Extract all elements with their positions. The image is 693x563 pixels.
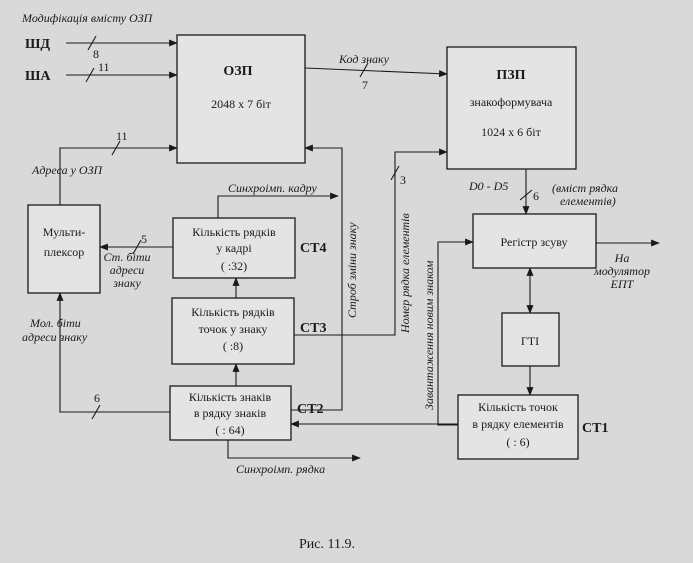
- ct3-line3: ( :8): [223, 339, 243, 353]
- sync-frame-label: Синхроімп. кадру: [228, 181, 318, 195]
- content-label-1: (вміст рядка: [552, 181, 618, 195]
- modulator-line2: модулятор: [593, 264, 650, 278]
- row-number-label: Номер рядка елементів: [398, 213, 412, 334]
- ct1-line1: Кількість точок: [478, 400, 558, 414]
- modify-label: Модифікація вмісту ОЗП: [21, 11, 154, 25]
- code-width: 7: [362, 78, 368, 92]
- ct1-tag: СТ1: [582, 421, 608, 436]
- modulator-line3: ЕПТ: [610, 277, 635, 291]
- sync-frame-wire: [217, 192, 339, 218]
- ct1-block: Кількість точок в рядку елементів ( : 6)…: [457, 394, 608, 460]
- row-number-wire: [294, 148, 448, 336]
- addr-bus-tick: [111, 140, 121, 156]
- high-width: 5: [141, 232, 147, 246]
- shd-input-label: ШД: [25, 37, 50, 52]
- low-bits-line2: адреси знаку: [22, 330, 88, 344]
- ct1-line3: ( : 6): [506, 435, 529, 449]
- code-bus-tick: [359, 62, 369, 78]
- pzp-title: ПЗП: [496, 68, 525, 83]
- multiplexer-block: Мульти- плексор: [27, 204, 101, 294]
- low-bits-tick: [91, 404, 101, 420]
- pzp-block: ПЗП знакоформувача 1024 х 6 біт: [446, 46, 577, 170]
- ct4-line1: Кількість рядків: [192, 225, 276, 239]
- pzp-size: 1024 х 6 біт: [481, 125, 541, 139]
- low-bits-line1: Мол. біти: [29, 316, 81, 330]
- strobe-label: Строб зміни знаку: [345, 222, 359, 318]
- addr-width: 11: [116, 129, 128, 143]
- ct2-block: Кількість знаків в рядку знаків ( : 64) …: [169, 385, 323, 441]
- low-bits-wire: [56, 292, 170, 413]
- data-width: 6: [533, 189, 539, 203]
- pzp-subtitle: знакоформувача: [470, 95, 553, 109]
- strobe-wire: [290, 144, 343, 411]
- ozp-title: ОЗП: [223, 64, 252, 79]
- ct4-line2: у кадрі: [216, 241, 252, 255]
- ct3-block: Кількість рядків точок у знаку ( :8) СТ3: [171, 297, 326, 365]
- shd-width: 8: [93, 47, 99, 61]
- code-bus-wire: [304, 67, 448, 78]
- ozp-block: ОЗП 2048 х 7 біт: [176, 34, 306, 164]
- d0d5-label: D0 - D5: [468, 179, 508, 193]
- sync-row-wire: [227, 440, 361, 462]
- ct2-line3: ( : 64): [215, 423, 244, 437]
- sha-input-label: ША: [25, 69, 51, 84]
- addr-bus-wire: [59, 144, 178, 205]
- load-new-wire: [437, 238, 474, 426]
- ct4-tag: СТ4: [300, 241, 326, 256]
- sync-row-label: Синхроімп. рядка: [236, 462, 325, 476]
- ct3-tag: СТ3: [300, 321, 326, 336]
- high-bits-line2: адреси: [110, 263, 145, 277]
- load-new-label: Завантаження новим знаком: [422, 260, 436, 410]
- ozp-size: 2048 х 7 біт: [211, 97, 271, 111]
- modulator-line1: На: [614, 251, 630, 265]
- rownum-width: 3: [400, 173, 406, 187]
- low-width: 6: [94, 391, 100, 405]
- shift-register-block: Регістр зсуву: [472, 213, 597, 269]
- ct4-block: Кількість рядків у кадрі ( :32) СТ4: [172, 217, 326, 279]
- mux-line2: плексор: [44, 245, 85, 259]
- ct4-line3: ( :32): [221, 259, 247, 273]
- ct2-line2: в рядку знаків: [194, 406, 267, 420]
- sha-width: 11: [98, 60, 110, 74]
- ct3-line2: точок у знаку: [199, 322, 268, 336]
- figure-caption: Рис. 11.9.: [299, 537, 355, 552]
- data-bus-tick: [519, 189, 533, 201]
- high-bits-tick: [132, 239, 142, 255]
- code-label: Код знаку: [338, 52, 390, 66]
- register-title: Регістр зсуву: [501, 235, 568, 249]
- ct2-tag: СТ2: [297, 402, 323, 417]
- ct3-line1: Кількість рядків: [191, 305, 275, 319]
- high-bits-line1: Ст. біти: [103, 250, 150, 264]
- content-label-2: елементів): [560, 194, 616, 208]
- ct2-line1: Кількість знаків: [189, 390, 272, 404]
- gti-title: ГТІ: [521, 334, 539, 348]
- gti-block: ГТІ: [501, 312, 560, 367]
- sha-bus-tick: [85, 67, 95, 83]
- row-number-tick: [390, 165, 400, 181]
- mux-line1: Мульти-: [43, 225, 86, 239]
- addr-ozp-label: Адреса у ОЗП: [31, 163, 104, 177]
- high-bits-line3: знаку: [112, 276, 141, 290]
- shd-bus-tick: [87, 35, 97, 51]
- ct1-line2: в рядку елементів: [472, 417, 564, 431]
